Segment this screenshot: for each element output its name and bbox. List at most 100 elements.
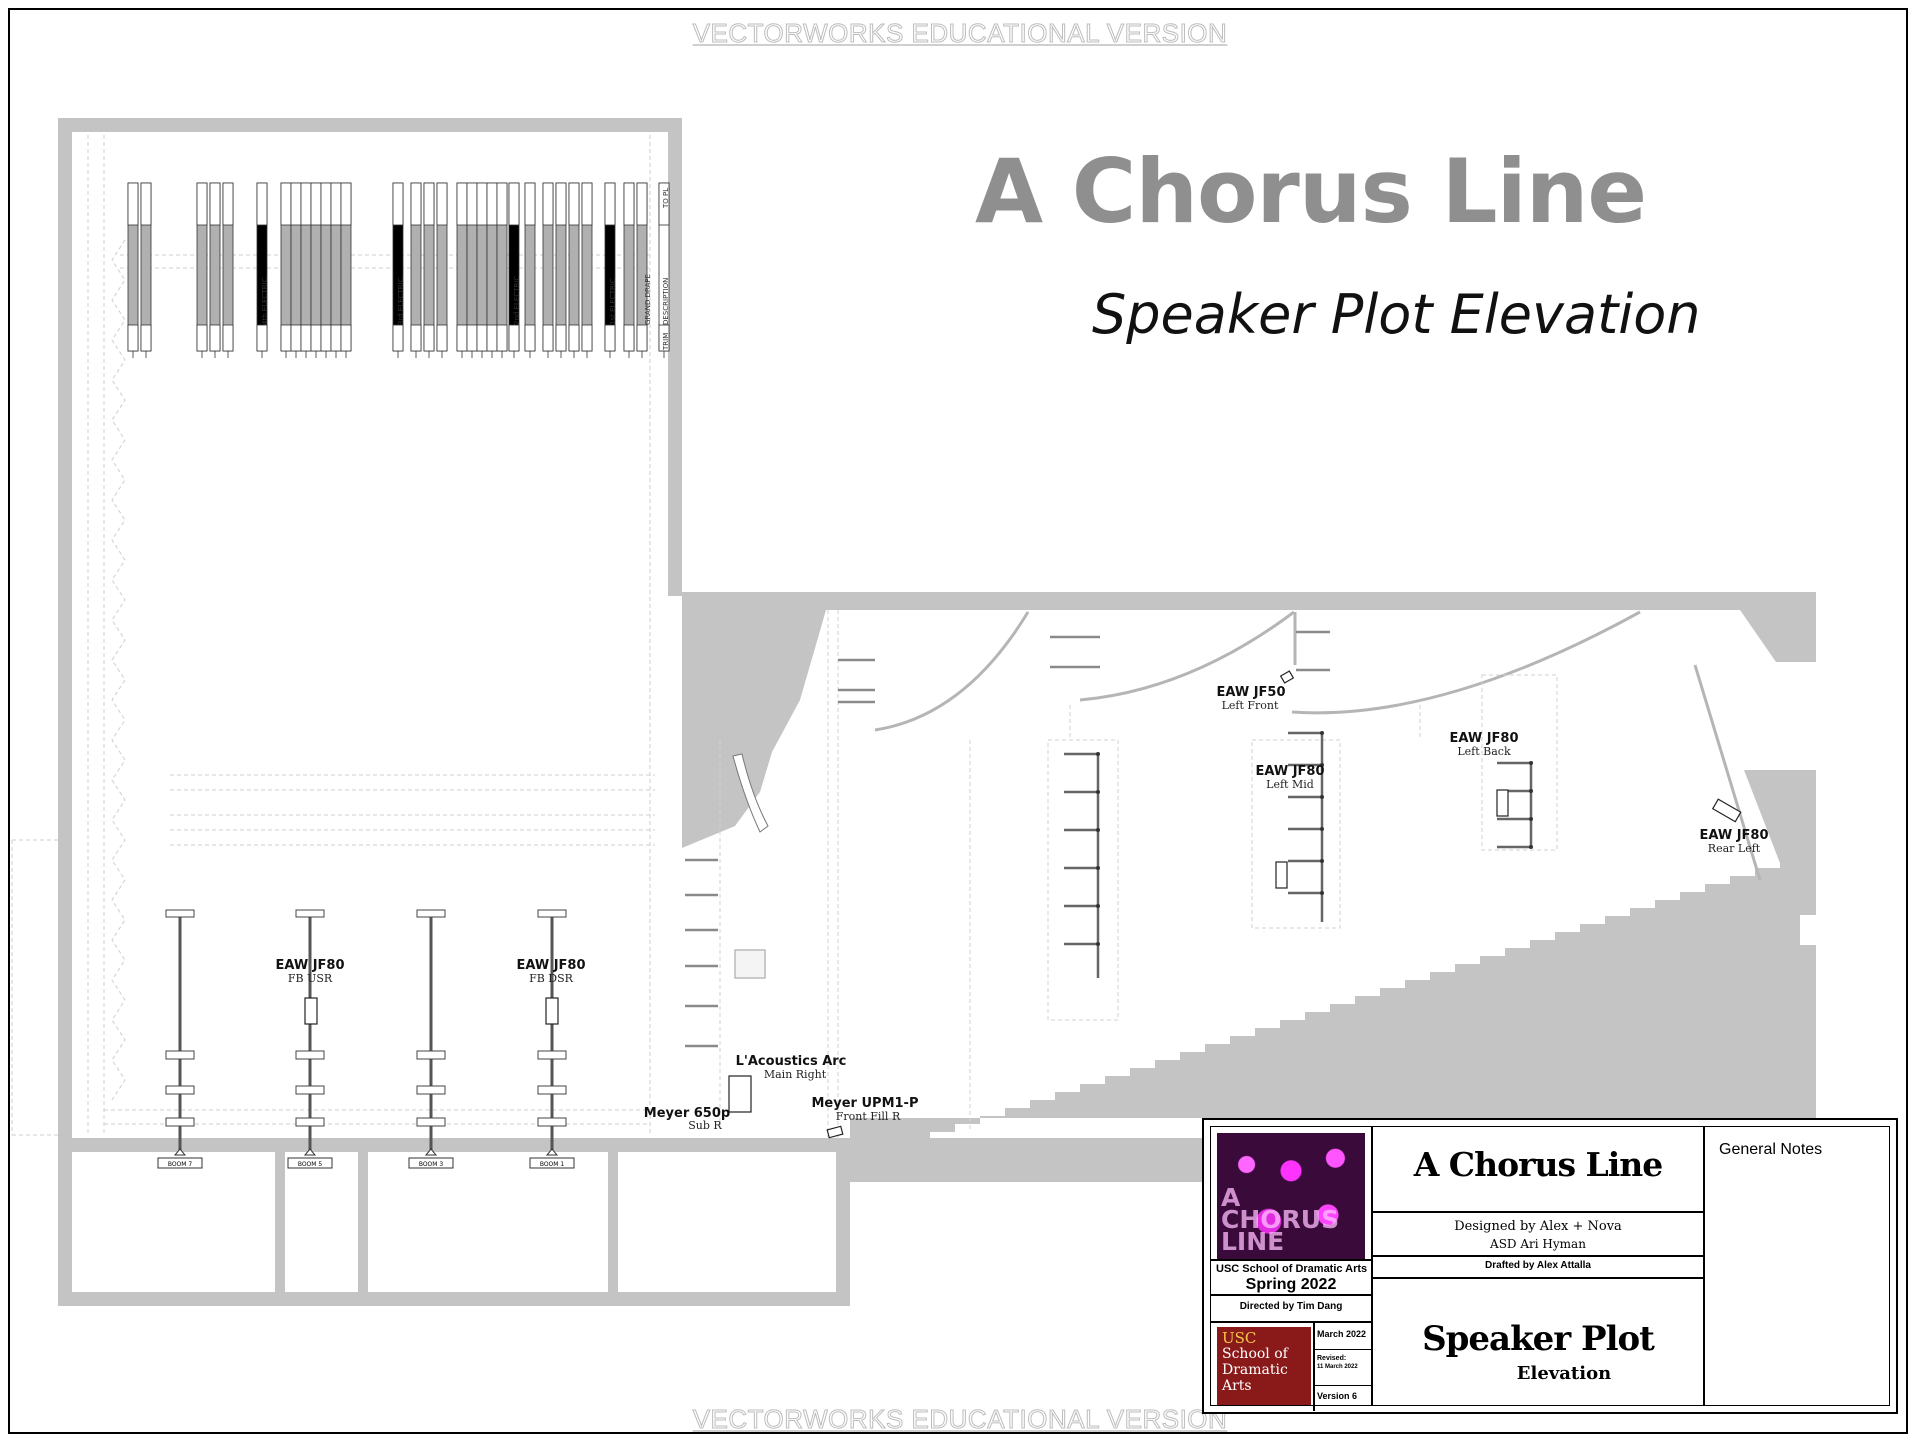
- lineset-trim-cell: [256, 324, 268, 352]
- lineset-height-cell: [636, 182, 648, 226]
- tb-divider: [1313, 1385, 1371, 1386]
- lineset-height-cell: [256, 182, 268, 226]
- show-title: A Chorus Line: [1413, 1145, 1664, 1184]
- boom-unit: [416, 1050, 446, 1060]
- lineset-trim-cell: [320, 324, 332, 352]
- boom-tag: [408, 1157, 454, 1169]
- speaker-symbol-main-right-bracket: [734, 949, 766, 979]
- lineset-height-cell: [280, 182, 292, 226]
- usc-logo-line: School of: [1222, 1346, 1288, 1362]
- speaker-symbols: [304, 670, 1742, 1139]
- lineset-height-cell: [290, 182, 302, 226]
- to-pl-label: TO PL: [662, 188, 670, 209]
- speaker-label-left-back-name: EAW JF80: [1449, 731, 1518, 746]
- boom-unit: [295, 1117, 325, 1127]
- speaker-symbol-left-mid: [1275, 861, 1288, 889]
- boom-unit: [416, 1117, 446, 1127]
- lineset-height-cell: [410, 182, 422, 226]
- lineset-trim-cell: [508, 324, 520, 352]
- usc-logo-line: USC: [1222, 1329, 1257, 1347]
- revised-label: Revised:: [1317, 1355, 1347, 1362]
- speaker-label-fb-usr-pos: FB USR: [288, 972, 333, 985]
- electric-label-2: 2nd ELECTRIC: [513, 276, 521, 325]
- lineset-trim-cell: [568, 324, 580, 352]
- lineset-height-cell: [340, 182, 352, 226]
- lineset-trim-cell: [486, 324, 498, 352]
- show-logo-text: A CHORUS LINE: [1221, 1183, 1340, 1256]
- lineset-trim-cell: [140, 324, 152, 352]
- lineset-height-cell: [508, 182, 520, 226]
- lineset-trim-cell: [466, 324, 478, 352]
- description-label: DESCRIPTION: [662, 278, 670, 325]
- catwalk-pipe-1-clamp: [1096, 942, 1100, 946]
- title-block: A CHORUS LINE USC School of Dramatic Art…: [1202, 1118, 1898, 1414]
- designed-by: Designed by Alex + Nova: [1454, 1219, 1622, 1234]
- lineset-trim-cell: [555, 324, 567, 352]
- lineset-height-cell: [330, 182, 342, 226]
- boom-labels: BOOM 7 BOOM 5 BOOM 3 BOOM 1: [168, 1161, 565, 1168]
- lineset-trim-cell: [330, 324, 342, 352]
- lineset-trim-cell: [290, 324, 302, 352]
- usc-logo-line: Dramatic: [1222, 1362, 1288, 1378]
- school-name: USC School of Dramatic Arts: [1216, 1263, 1368, 1275]
- lineset-schedule: [127, 182, 670, 358]
- boom-top-clamp: [416, 909, 446, 918]
- lineset-labels: 4th ELECTRIC 3rd ELECTRIC 2nd ELECTRIC 1…: [261, 188, 670, 351]
- catwalk-pipe-3-clamp: [1529, 817, 1533, 821]
- lineset-trim-cell: [604, 324, 616, 352]
- lineset-height-cell: [496, 182, 508, 226]
- speaker-symbol-rear-left: [1711, 798, 1742, 823]
- boom-tag: [157, 1157, 203, 1169]
- drawing-date: March 2022: [1317, 1329, 1367, 1339]
- tb-divider: [1211, 1259, 1371, 1261]
- tb-divider: [1313, 1349, 1371, 1350]
- watermark-bottom: VECTORWORKS EDUCATIONAL VERSION: [692, 1404, 1228, 1435]
- boom-unit: [165, 1117, 195, 1127]
- lineset-height-cell: [568, 182, 580, 226]
- house-guides: [719, 610, 1558, 1140]
- catwalk-pipe-2-clamp: [1320, 795, 1324, 799]
- drawing-title: A Chorus Line: [975, 140, 1647, 243]
- boom-unit: [537, 1117, 567, 1127]
- lineset-height-cell: [392, 182, 404, 226]
- lineset-trim-cell: [456, 324, 468, 352]
- boom-base-marker: [545, 1148, 559, 1156]
- speaker-symbol-fb-dsr: [545, 997, 559, 1025]
- boom-top-clamp: [165, 909, 195, 918]
- season: Spring 2022: [1245, 1276, 1337, 1293]
- boom-label: BOOM 7: [168, 1161, 193, 1168]
- boom-top-clamp: [537, 909, 567, 918]
- lineset-trim-cell: [476, 324, 488, 352]
- lineset-trim-cell: [423, 324, 435, 352]
- lineset-trim-cell: [436, 324, 448, 352]
- tb-divider: [1313, 1321, 1315, 1411]
- drawing-frame: [8, 8, 1908, 1434]
- house-structure: [682, 592, 1816, 1182]
- boom-base-marker: [303, 1148, 317, 1156]
- catwalk-pipe-2-clamp: [1320, 827, 1324, 831]
- usc-logo-line: Arts: [1222, 1378, 1252, 1394]
- lineset-trim-cell: [196, 324, 208, 352]
- lineset-height-cell: [209, 182, 221, 226]
- catwalk-pipe-2-clamp: [1320, 731, 1324, 735]
- boom-base-marker: [173, 1148, 187, 1156]
- lineset-trim-cell: [542, 324, 554, 352]
- version: Version 6: [1317, 1391, 1358, 1401]
- lineset-height-cell: [320, 182, 332, 226]
- speaker-label-sub-r-pos: Sub R: [688, 1119, 722, 1132]
- show-logo: A CHORUS LINE: [1217, 1133, 1365, 1259]
- speaker-symbol-front-fill-r: [826, 1125, 844, 1139]
- lineset-trim-cell: [636, 324, 648, 352]
- lineset-height-cell: [542, 182, 554, 226]
- speaker-label-left-front-name: EAW JF50: [1216, 685, 1285, 700]
- boom-top-clamp: [295, 909, 325, 918]
- lineset-trim-cell: [581, 324, 593, 352]
- speaker-symbol-left-front: [1279, 670, 1295, 684]
- catwalk-pipe-2-clamp: [1320, 763, 1324, 767]
- boom-unit: [416, 1085, 446, 1095]
- catwalk-pipe-1-clamp: [1096, 904, 1100, 908]
- speaker-label-left-front-pos: Left Front: [1222, 699, 1279, 712]
- lineset-trim-cell: [340, 324, 352, 352]
- lineset-height-cell: [140, 182, 152, 226]
- tb-divider: [1371, 1127, 1373, 1405]
